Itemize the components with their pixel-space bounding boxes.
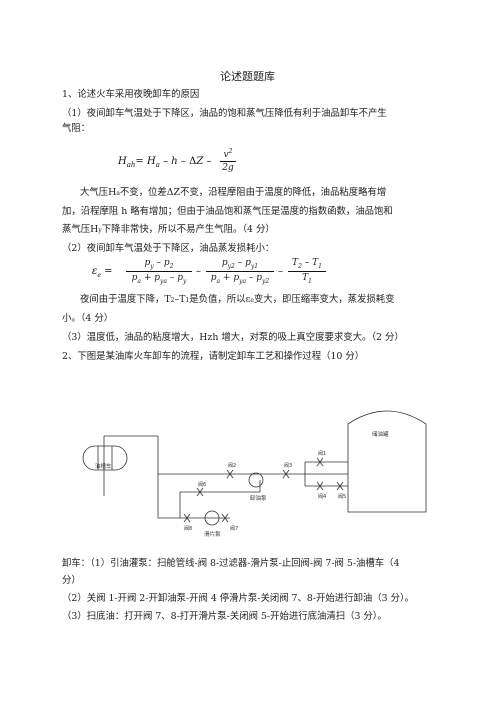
tank-car-body (82, 445, 128, 471)
storage-tank-label: 储油罐 (372, 430, 389, 438)
answer-line-1: 卸车：（1）引油灌泵：扫舱管线-阀 8-过滤器-滑片泵-止回阀-阀 7-阀 5-… (62, 558, 400, 569)
valve-2-label: 阀2 (228, 462, 236, 469)
q1-paragraph-3: （2）夜间卸车气温处于下降区，油品蒸发损耗小： (62, 243, 275, 254)
equation-1: Hah= Ha – h – ΔZ – (118, 156, 212, 169)
question-2-heading: 2、下图是某油库火车卸车的流程，请制定卸车工艺和操作过程（10 分） (62, 351, 365, 362)
page-title: 论述题题库 (220, 70, 275, 83)
equation-2-minus-2: – (278, 266, 283, 277)
answer-line-2: 分） (62, 575, 81, 586)
q1-paragraph-4-line-1: 夜间由于温度下降，T2–T1是负值，所以εe变大，即压缩率变大，蒸发损耗变 (80, 294, 395, 305)
valve-4-label: 阀4 (318, 493, 326, 500)
answer-line-4: （3）扫底油：打开阀 7、8-打开滑片泵-关闭阀 5-开始进行底油清扫（3 分）… (62, 611, 387, 622)
answer-line-3: （2）关阀 1-开阀 2-开卸油泵-开阀 4 停滑片泵-关闭阀 7、8-开始进行… (62, 593, 415, 604)
valve-8-label: 阀8 (184, 525, 192, 532)
storage-tank-body (347, 410, 427, 513)
valve-5-symbol (336, 481, 344, 491)
valve-8-symbol (183, 513, 191, 523)
q1-paragraph-4-line-2: 小。（4 分） (62, 313, 114, 324)
valve-3-symbol (282, 469, 290, 479)
valve-5-label: 阀5 (338, 493, 346, 500)
valve-7-symbol (221, 513, 229, 523)
strip-pump (204, 510, 220, 526)
equation-2-minus-1: – (196, 266, 201, 277)
valve-6-symbol (196, 487, 204, 497)
main-pump (248, 472, 264, 488)
valve-1-symbol (316, 457, 324, 467)
valve-1-label: 阀1 (318, 450, 326, 457)
q1-paragraph-2-line-1: 大气压Ha不变，位差ΔZ不变，沿程摩阻由于温度的降低，油品粘度略有增 (80, 187, 387, 198)
tank-car-label: 油槽车 (95, 462, 112, 470)
q1-paragraph-5: （3）温度低，油品的粘度增大，Hzh 增大，对泵的吸上真空度要求变大。（2 分） (62, 332, 404, 343)
q1-paragraph-1-line-1: （1）夜间卸车气温处于下降区，油品的饱和蒸气压降低有利于油品卸车不产生 (62, 108, 387, 119)
q1-paragraph-2-line-3: 蒸气压Hy下降非常快，所以不易产生气阻。（4 分） (62, 224, 275, 235)
q1-paragraph-1-line-2: 气阻： (62, 123, 91, 134)
valve-2-symbol (226, 469, 234, 479)
valve-6-label: 阀6 (198, 481, 206, 488)
valve-4-symbol (316, 481, 324, 491)
q1-paragraph-2-line-2: 加，沿程摩阻 h 略有增加；但由于油品饱和蒸气压是温度的指数函数，油品饱和 (62, 206, 393, 217)
question-1-heading: 1、论述火车采用夜晚卸车的原因 (62, 89, 200, 100)
valve-3-label: 阀3 (284, 462, 292, 469)
main-pump-label: 卸油泵 (250, 494, 267, 502)
valve-7-label: 阀7 (230, 525, 238, 532)
strip-pump-label: 滑片泵 (204, 530, 221, 538)
equation-2-lhs: εe = (92, 266, 113, 279)
